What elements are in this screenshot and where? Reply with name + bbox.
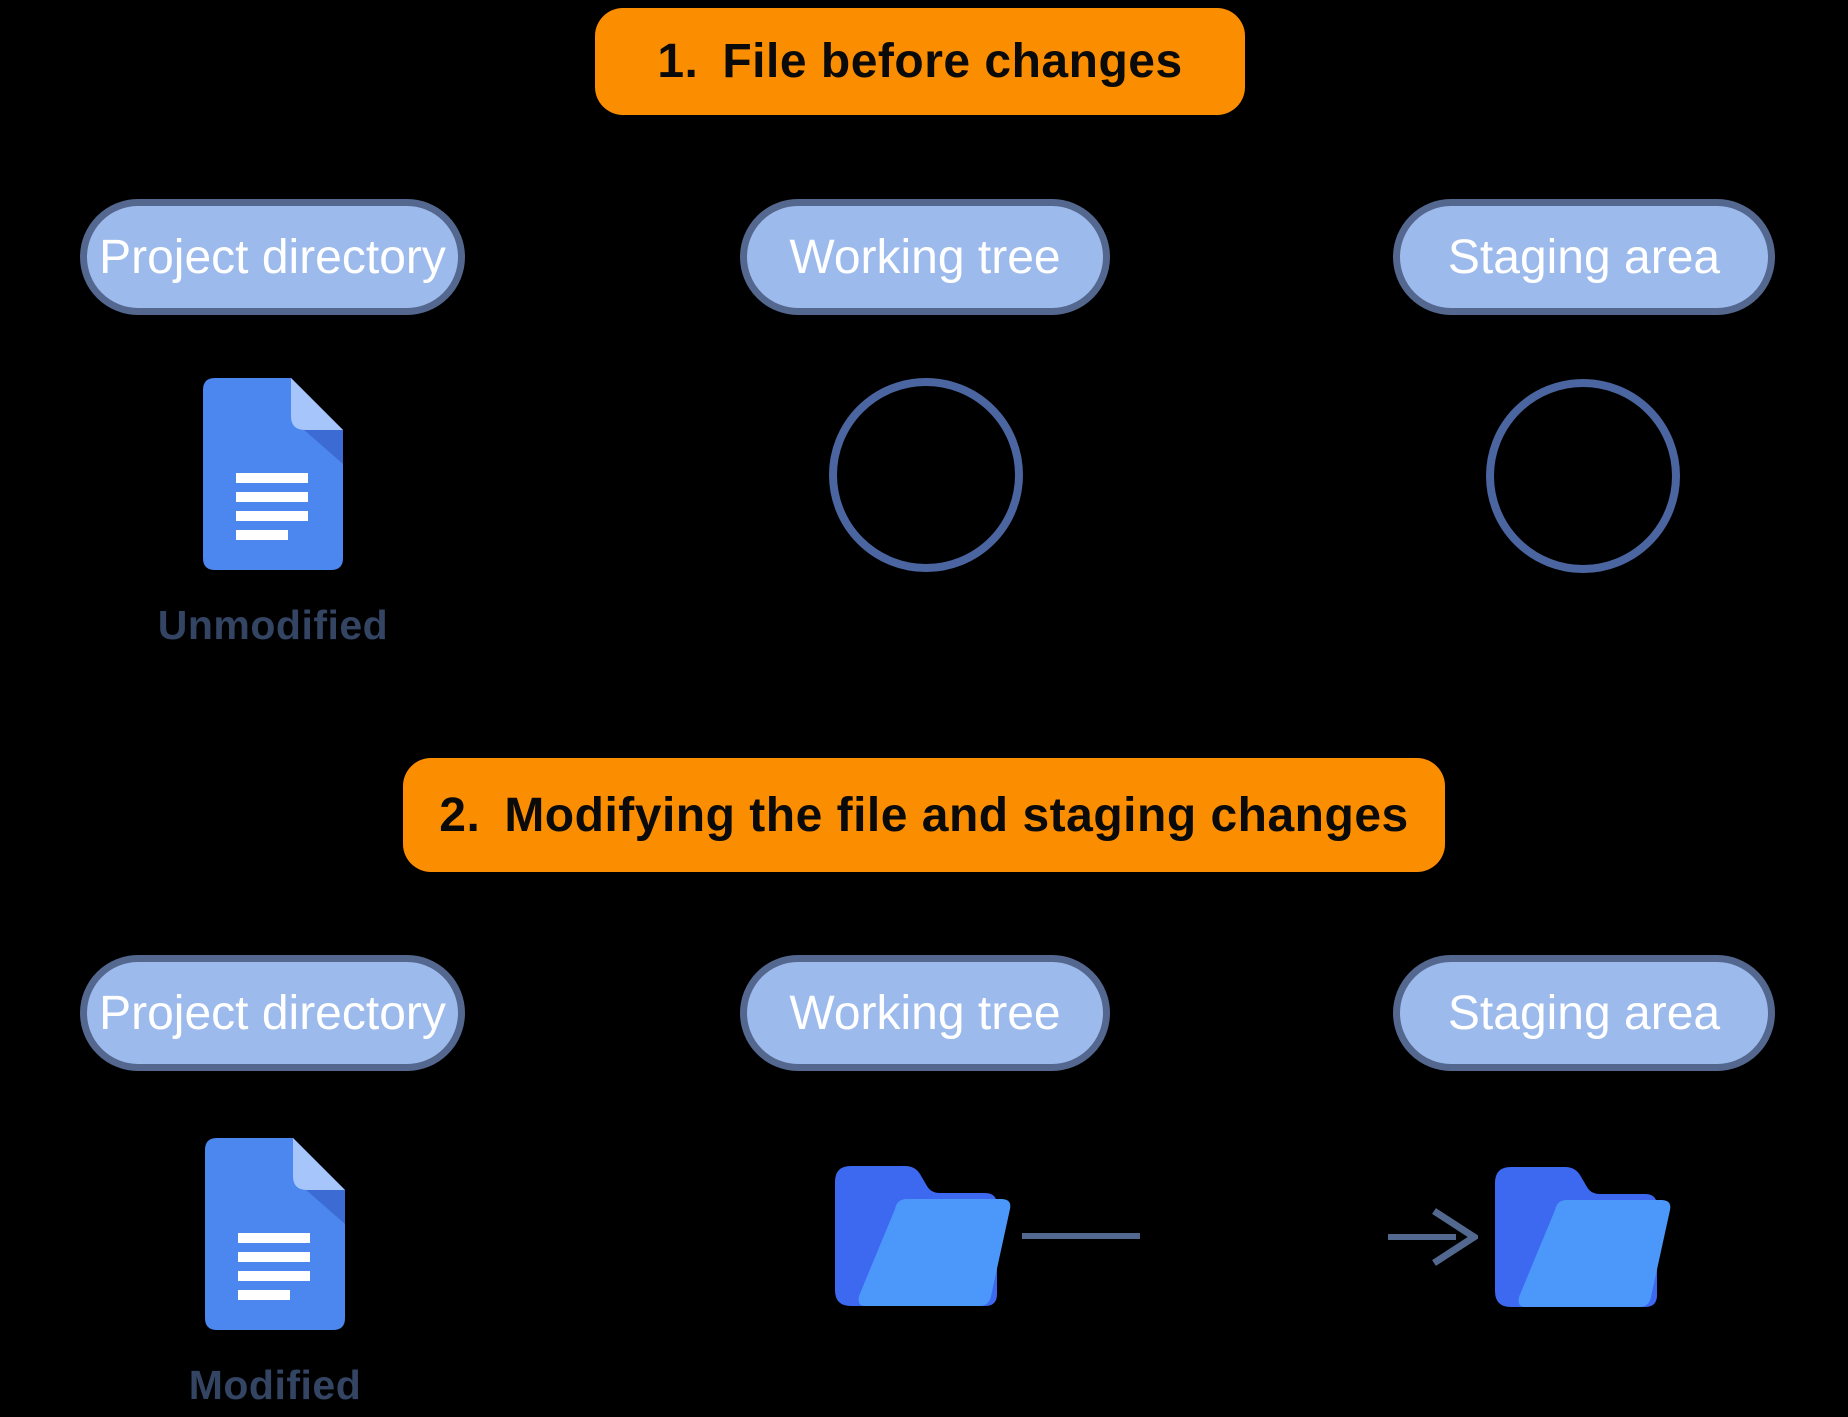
empty-circle-icon bbox=[1486, 379, 1680, 573]
pill-label: Working tree bbox=[789, 230, 1061, 284]
pill-label: Project directory bbox=[99, 986, 446, 1040]
step-number: 1. bbox=[657, 35, 699, 88]
pill-label: Staging area bbox=[1447, 986, 1721, 1040]
pill-project-directory-1: Project directory bbox=[80, 199, 465, 315]
connector-line bbox=[1022, 1233, 1140, 1239]
file-state-label: Modified bbox=[188, 1362, 362, 1408]
empty-circle-icon bbox=[829, 378, 1023, 572]
pill-label: Working tree bbox=[789, 986, 1061, 1040]
document-icon bbox=[205, 1138, 345, 1330]
file-state-label: Unmodified bbox=[157, 602, 389, 648]
section-1-header: 1. File before changes bbox=[595, 8, 1245, 115]
document-icon bbox=[203, 378, 343, 570]
pill-label: Staging area bbox=[1447, 230, 1721, 284]
section-2-header: 2. Modifying the file and staging change… bbox=[403, 758, 1445, 872]
arrow-right-icon bbox=[1388, 1208, 1478, 1266]
pill-label: Project directory bbox=[99, 230, 446, 284]
pill-staging-area-1: Staging area bbox=[1393, 199, 1775, 315]
folder-icon bbox=[835, 1166, 1011, 1306]
pill-staging-area-2: Staging area bbox=[1393, 955, 1775, 1071]
step-number: 2. bbox=[439, 788, 481, 842]
step-title: Modifying the file and staging changes bbox=[504, 788, 1409, 842]
pill-working-tree-1: Working tree bbox=[740, 199, 1110, 315]
step-title: File before changes bbox=[722, 35, 1183, 88]
pill-working-tree-2: Working tree bbox=[740, 955, 1110, 1071]
folder-icon bbox=[1495, 1167, 1671, 1307]
pill-project-directory-2: Project directory bbox=[80, 955, 465, 1071]
